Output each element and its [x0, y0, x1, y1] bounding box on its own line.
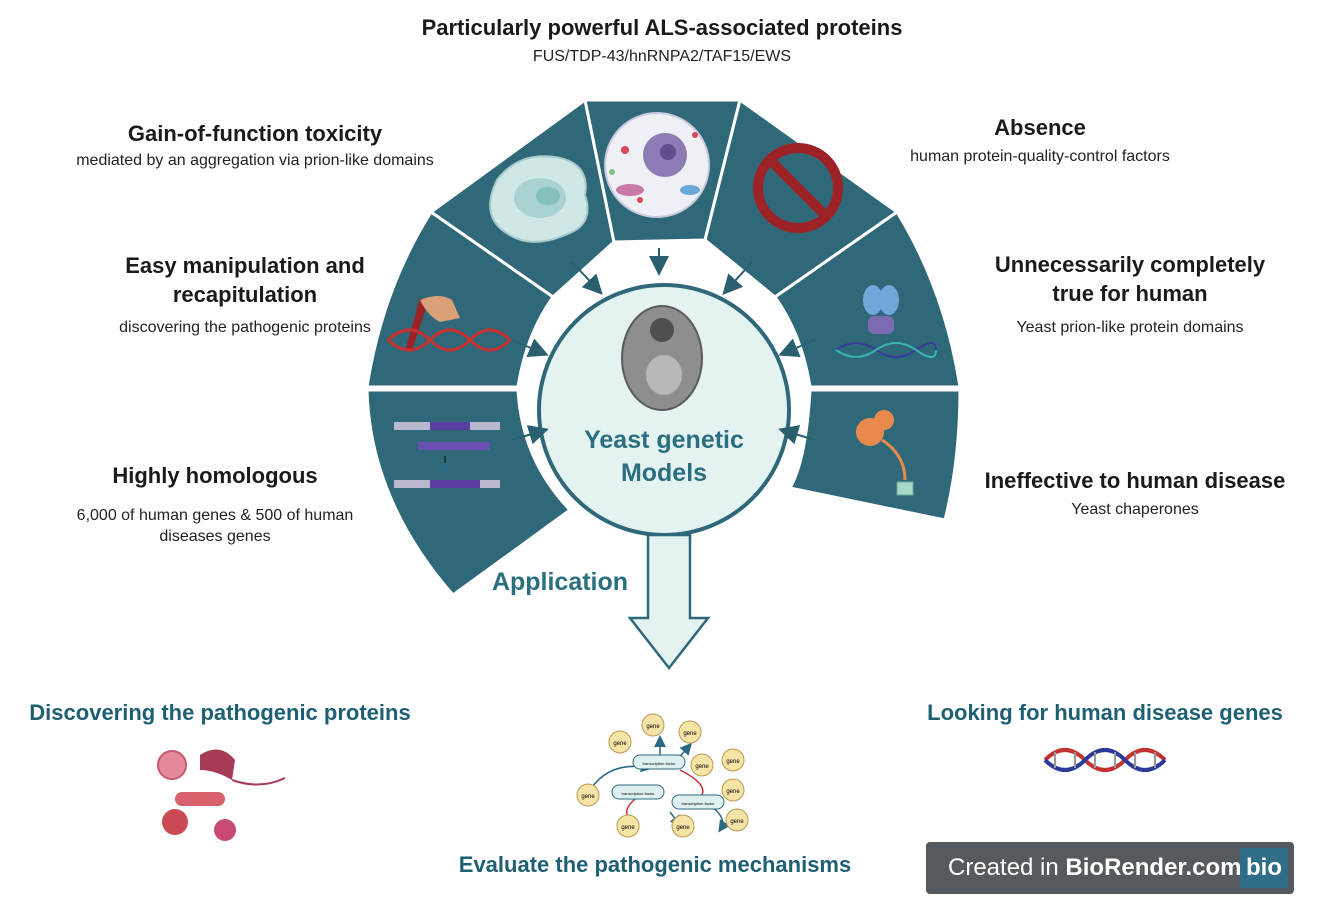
inward-arrows	[511, 248, 816, 445]
badge-brand: BioRender.com	[1065, 854, 1242, 881]
protein-dna-icon	[835, 285, 937, 358]
dna-helix-icon	[1043, 748, 1167, 772]
gene-node-label: gene	[730, 819, 744, 825]
unnecessarily-subtitle: Yeast prion-like protein domains	[1016, 319, 1244, 336]
gene-node-label: gene	[646, 724, 660, 730]
pathogen-icons	[157, 749, 286, 841]
gene-node-label: gene	[695, 764, 709, 770]
center-line2: Models	[620, 459, 708, 487]
tf-node-label: transcription factor	[622, 791, 656, 796]
absence-subtitle: human protein-quality-control factors	[910, 148, 1170, 165]
top-title: Particularly powerful ALS-associated pro…	[421, 15, 903, 40]
gain-subtitle: mediated by an aggregation via prion-lik…	[76, 152, 434, 169]
gene-node-label: gene	[726, 759, 740, 765]
gene-network-icon: gene gene gene gene gene gene gene gene …	[576, 713, 749, 838]
gene-node-label: gene	[726, 789, 740, 795]
homolog-title: Highly homologous	[112, 463, 318, 488]
homolog-subtitle-line2: diseases genes	[159, 528, 271, 545]
gene-node-label: gene	[621, 825, 635, 831]
unnecessarily-title-line1: Unnecessarily completely	[994, 252, 1266, 277]
tf-node-label: transcription factor	[682, 801, 716, 806]
easy-subtitle: discovering the pathogenic proteins	[119, 319, 371, 336]
hand-dna-icon	[386, 296, 512, 352]
application-label: Application	[491, 568, 629, 596]
chaperone-icon	[856, 410, 914, 496]
absence-title: Absence	[994, 115, 1086, 140]
ineffective-title: Ineffective to human disease	[984, 468, 1286, 493]
bottom-left-heading: Discovering the pathogenic proteins	[29, 700, 411, 725]
unnecessarily-title-line2: true for human	[1052, 281, 1208, 306]
top-subtitle: FUS/TDP-43/hnRNPA2/TAF15/EWS	[532, 48, 792, 65]
homolog-subtitle-line1: 6,000 of human genes & 500 of human	[76, 507, 354, 524]
application-arrow	[627, 533, 711, 671]
bottom-middle-heading: Evaluate the pathogenic mechanisms	[458, 852, 852, 877]
cell-icon	[489, 155, 589, 243]
ineffective-subtitle: Yeast chaperones	[1071, 501, 1199, 518]
gene-node-label: gene	[683, 731, 697, 737]
badge-text: Created in BioRender.com	[948, 854, 1241, 882]
gene-node-label: gene	[581, 794, 595, 800]
yeast-model-center	[537, 283, 791, 537]
gene-node-label: gene	[613, 741, 627, 747]
animal-cell-icon	[604, 112, 710, 218]
prohibited-icon	[753, 143, 843, 233]
center-line1: Yeast genetic	[584, 426, 744, 454]
tf-node-label: transcription factor	[643, 761, 677, 766]
dna-recombination-icon	[394, 422, 500, 488]
easy-title-line1: Easy manipulation and	[125, 253, 365, 278]
biorender-logo-icon: bio	[1240, 848, 1288, 888]
biorender-badge[interactable]: Created in BioRender.com bio	[926, 842, 1294, 894]
segment-ineffective	[787, 388, 962, 522]
bottom-right-heading: Looking for human disease genes	[927, 700, 1283, 725]
segment-highly-homologous	[365, 388, 573, 598]
badge-prefix: Created in	[948, 854, 1066, 881]
gene-node-label: gene	[676, 825, 690, 831]
gain-title: Gain-of-function toxicity	[127, 121, 383, 146]
easy-title-line2: recapitulation	[172, 282, 318, 307]
